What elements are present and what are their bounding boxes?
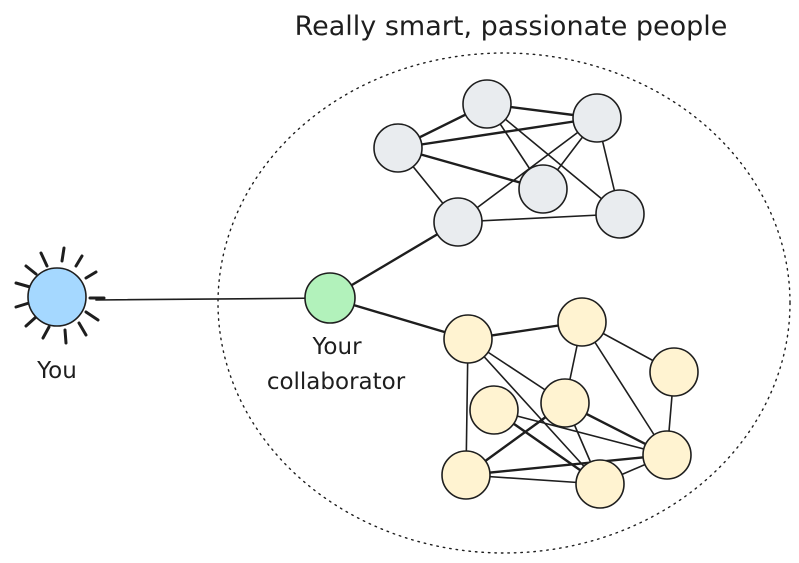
you-glow-rays [14, 246, 106, 345]
gray-person-node [462, 79, 512, 129]
you-node [27, 267, 87, 327]
yellow-person-node [469, 385, 519, 435]
yellow-person-node [443, 314, 493, 364]
collaborator-label-line1: Your [311, 334, 362, 360]
gray-person-node [595, 189, 645, 239]
yellow-person-node [649, 347, 699, 397]
gray-person-node [373, 123, 423, 173]
yellow-person-node [540, 378, 590, 428]
yellow-person-node [557, 297, 607, 347]
gray-people-cluster [373, 79, 645, 247]
gray-person-node [518, 164, 568, 214]
gray-person-node [572, 93, 622, 143]
yellow-people-cluster [441, 297, 699, 509]
collaborator-label-line2: collaborator [267, 369, 406, 395]
yellow-person-node [441, 450, 491, 500]
gray-person-node [433, 197, 483, 247]
edge-you-collaborator [95, 297, 331, 301]
yellow-person-node [575, 459, 625, 509]
you-label: You [36, 358, 77, 384]
collaborator-node [304, 272, 356, 324]
diagram-title: Really smart, passionate people [295, 11, 728, 42]
network-boundary [217, 52, 791, 554]
yellow-person-node [642, 430, 692, 480]
